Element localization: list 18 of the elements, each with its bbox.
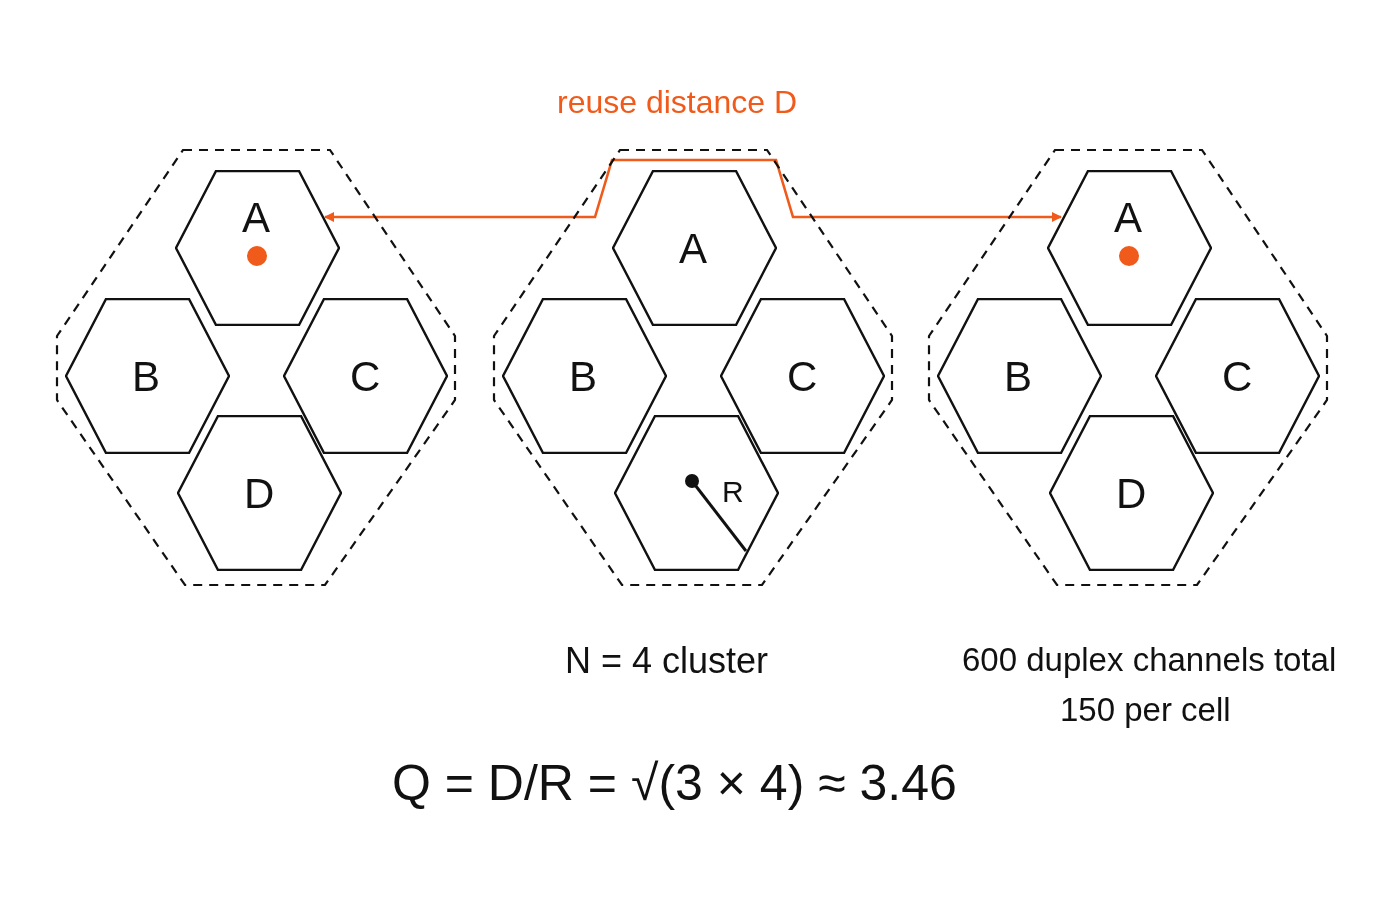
edge-label: reuse distance D <box>557 86 798 118</box>
cell-letter: D <box>244 473 275 515</box>
arrow <box>324 158 1062 222</box>
channel-note: 150 per cell <box>1060 693 1231 726</box>
cell-letter: D <box>1116 473 1147 515</box>
cell-letter: C <box>1222 356 1253 398</box>
cell-letter: C <box>350 356 381 398</box>
formula: Q = D/R = √(3 × 4) ≈ 3.46 <box>392 758 957 808</box>
cell-letter: A <box>679 228 707 270</box>
cluster-size-label: N = 4 cluster <box>565 643 769 679</box>
channel-note: 600 duplex channels total <box>962 643 1337 676</box>
cell-letter: B <box>132 356 160 398</box>
cell-letter: B <box>1004 356 1032 398</box>
cell-letter: A <box>1114 197 1142 239</box>
cell-letter: C <box>787 356 818 398</box>
cell-letter: R <box>722 477 744 507</box>
cell-letter: B <box>569 356 597 398</box>
cell-letter: A <box>242 197 270 239</box>
